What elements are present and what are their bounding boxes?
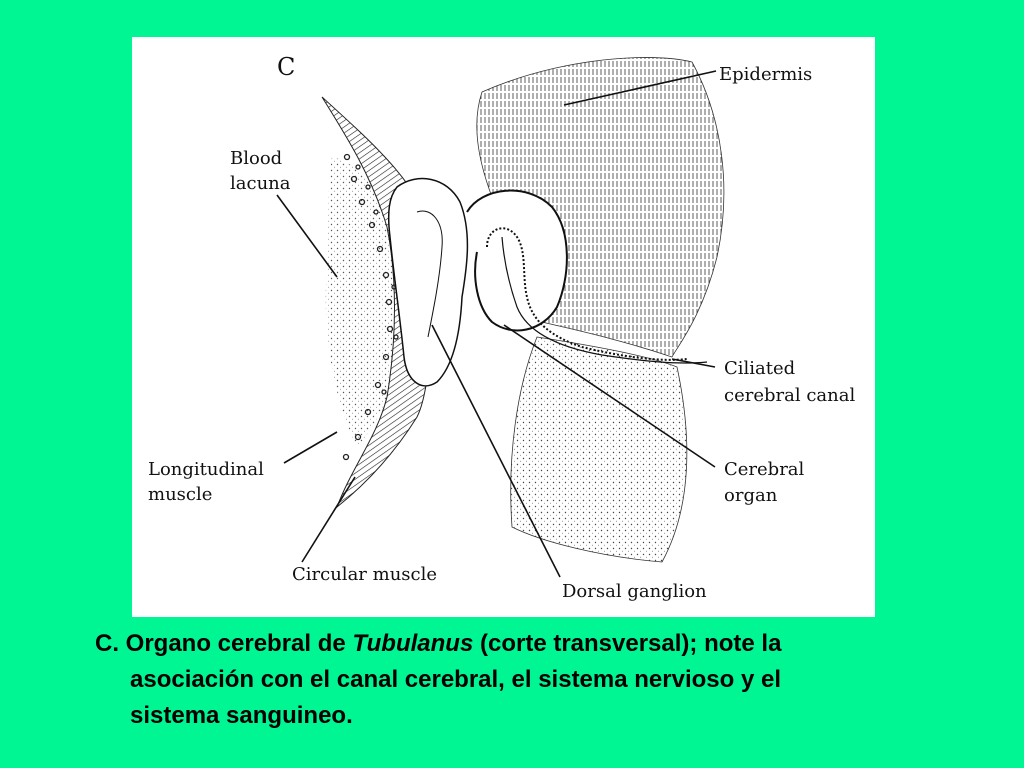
cerebral-organ-leader <box>503 324 716 468</box>
ciliated-canal-leader <box>671 358 716 368</box>
ganglion-outer <box>466 189 568 332</box>
blood-lacuna-leader <box>276 194 338 278</box>
label-dorsal-ganglion: Dorsal ganglion <box>562 581 707 602</box>
leader-lines <box>276 70 717 578</box>
caption-line-1: C. Organo cerebral de Tubulanus (corte t… <box>95 626 925 662</box>
cerebral-organ-inner <box>416 210 443 338</box>
caption-line-2: asociación con el canal cerebral, el sis… <box>130 666 781 693</box>
dorsal-ganglion-leader <box>431 324 561 578</box>
caption-genus: Tubulanus <box>352 630 474 657</box>
label-lacuna: lacuna <box>230 173 291 194</box>
label-organ: organ <box>724 485 778 506</box>
label-epidermis: Epidermis <box>719 64 812 85</box>
circular-muscle-leader <box>301 476 356 563</box>
caption-prefix: C. Organo cerebral de <box>95 630 353 657</box>
figure-caption: C. Organo cerebral de Tubulanus (corte t… <box>95 626 925 734</box>
label-muscle: muscle <box>148 484 212 505</box>
cerebral-organ <box>387 177 469 387</box>
lower-body-tissue <box>510 336 688 563</box>
label-ciliated: Ciliated <box>724 358 795 379</box>
panel-letter: C <box>277 53 295 81</box>
label-circular-muscle: Circular muscle <box>292 564 437 585</box>
epidermis-leader <box>563 70 717 106</box>
diagram-drawing: C Epidermis Blood lacuna Ciliated cerebr… <box>148 53 855 602</box>
lacuna-dots <box>342 153 399 461</box>
caption-line-3: sistema sanguineo. <box>130 702 353 729</box>
label-blood: Blood <box>230 148 282 169</box>
cerebral-canal-coil <box>486 227 688 361</box>
diagram-figure: C Epidermis Blood lacuna Ciliated cerebr… <box>132 37 875 617</box>
label-cerebral-canal: cerebral canal <box>724 385 855 406</box>
ciliated-canal-line <box>501 236 708 364</box>
caption-suffix: (corte transversal); note la <box>473 630 782 657</box>
label-longitudinal: Longitudinal <box>148 459 264 480</box>
label-cerebral: Cerebral <box>724 459 805 480</box>
longitudinal-muscle-leader <box>283 431 338 464</box>
